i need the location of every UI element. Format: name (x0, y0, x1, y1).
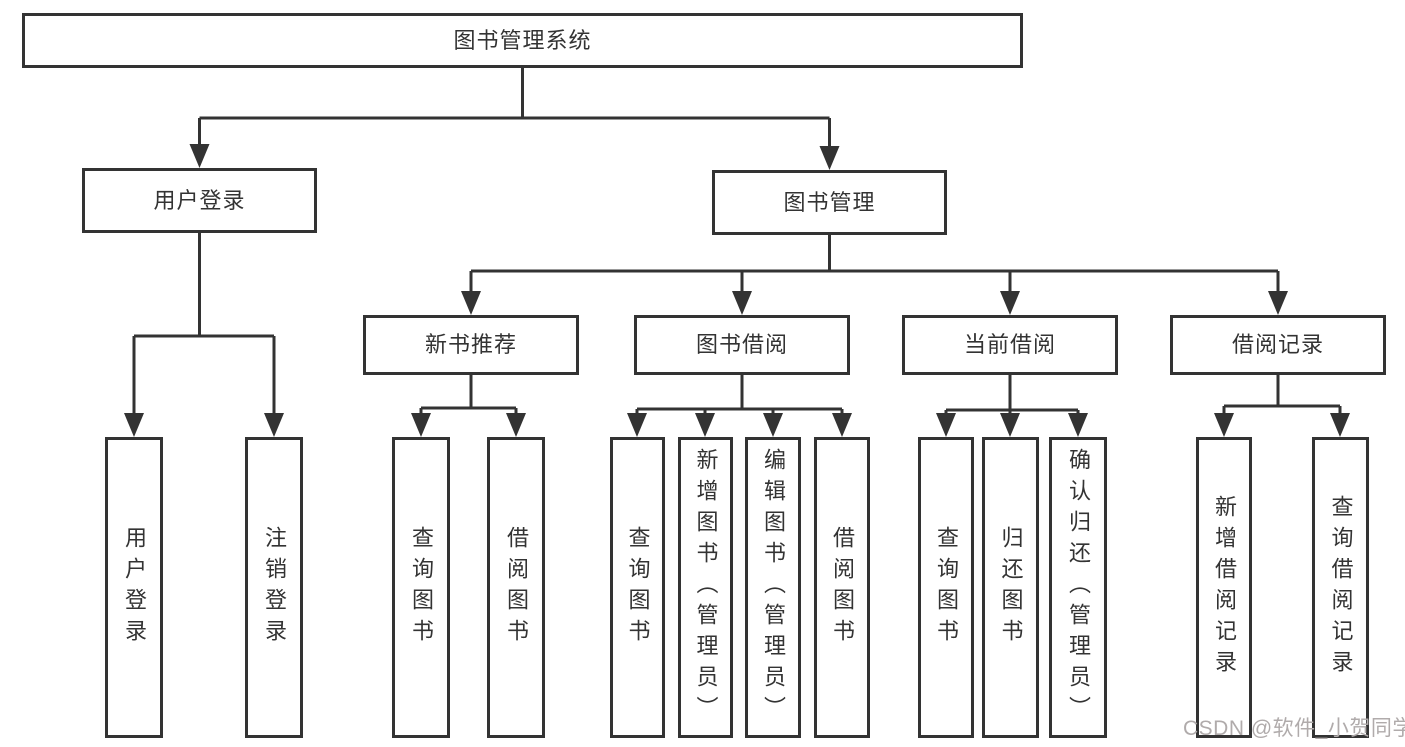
leaf-query-borrow-record: 查询借阅记录 (1312, 437, 1369, 738)
node-library-management-system: 图书管理系统 (22, 13, 1023, 68)
leaf-confirm-return-admin: 确认归还（管理员） (1049, 437, 1107, 738)
node-label: 注销登录 (262, 525, 287, 650)
node-label: 新增图书（管理员） (693, 448, 719, 727)
node-label: 当前借阅 (963, 332, 1056, 357)
node-borrowing-records: 借阅记录 (1170, 315, 1386, 375)
node-label: 借阅图书 (830, 525, 855, 650)
node-label: 查询借阅记录 (1328, 494, 1354, 681)
node-book-management: 图书管理 (712, 170, 947, 235)
node-label: 图书借阅 (695, 332, 788, 357)
csdn-watermark: CSDN @软件_小贺同学 (1183, 717, 1405, 740)
leaf-current-query-books: 查询图书 (918, 437, 974, 738)
leaf-borrowing-query-books: 查询图书 (610, 437, 665, 738)
node-user-login: 用户登录 (82, 168, 317, 233)
node-new-book-recommendation: 新书推荐 (363, 315, 579, 375)
leaf-add-borrow-record: 新增借阅记录 (1196, 437, 1252, 738)
node-current-borrowing: 当前借阅 (902, 315, 1118, 375)
node-label: 图书管理系统 (453, 27, 592, 53)
node-label: 用户登录 (122, 525, 147, 650)
node-label: 确认归还（管理员） (1066, 448, 1091, 727)
node-label: 新增借阅记录 (1212, 494, 1237, 681)
node-label: 查询图书 (625, 525, 651, 650)
node-label: 借阅图书 (504, 525, 529, 650)
node-label: 用户登录 (153, 187, 246, 213)
node-label: 图书管理 (783, 189, 876, 215)
node-label: 查询图书 (934, 525, 959, 650)
node-label: 编辑图书（管理员） (761, 448, 786, 727)
node-label: 归还图书 (998, 525, 1024, 650)
leaf-return-books: 归还图书 (982, 437, 1039, 738)
node-label: 借阅记录 (1231, 332, 1324, 357)
node-book-borrowing: 图书借阅 (634, 315, 850, 375)
leaf-add-books-admin: 新增图书（管理员） (678, 437, 733, 738)
leaf-borrowing-borrow-books: 借阅图书 (814, 437, 870, 738)
leaf-recommend-borrow-books: 借阅图书 (487, 437, 545, 738)
leaf-edit-books-admin: 编辑图书（管理员） (745, 437, 801, 738)
leaf-logout-login: 注销登录 (245, 437, 303, 738)
leaf-recommend-query-books: 查询图书 (392, 437, 450, 738)
leaf-user-login: 用户登录 (105, 437, 163, 738)
node-label: 查询图书 (409, 525, 434, 650)
node-label: 新书推荐 (424, 332, 517, 357)
